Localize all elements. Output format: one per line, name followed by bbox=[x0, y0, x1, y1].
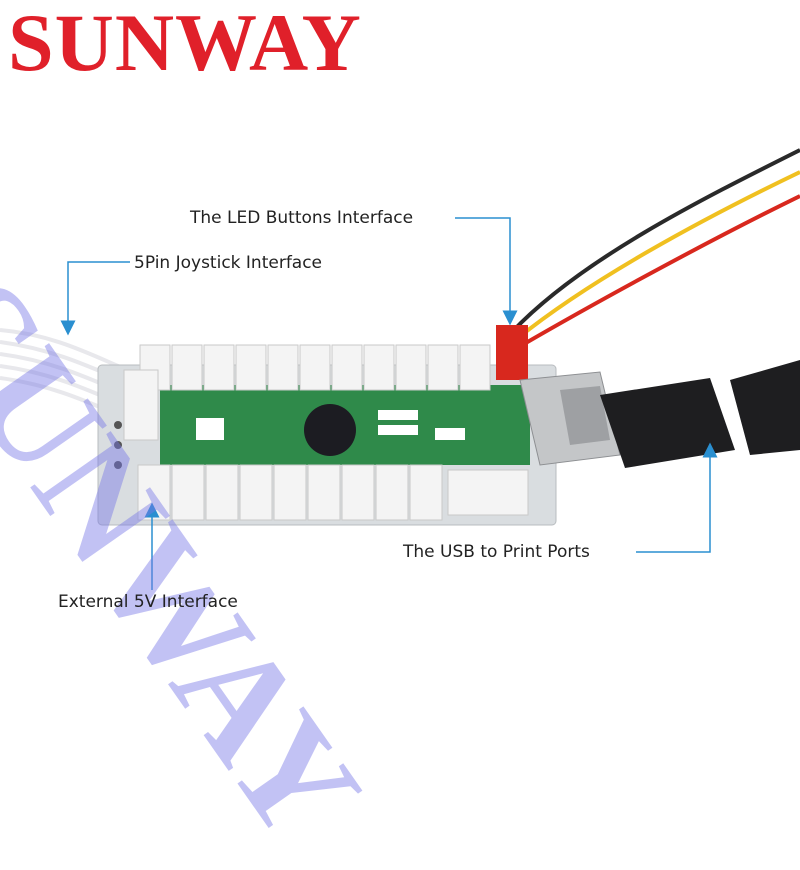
bottom-connector-row bbox=[137, 464, 529, 521]
callout-usb-label: The USB to Print Ports bbox=[403, 542, 590, 562]
brand-logo: SUNWAY bbox=[8, 0, 362, 88]
callout-lines bbox=[60, 217, 718, 590]
usb-port bbox=[519, 371, 621, 466]
callout-joystick-label: 5Pin Joystick Interface bbox=[134, 253, 323, 273]
led-wires bbox=[510, 148, 800, 346]
callout-external-label: External 5V Interface bbox=[58, 592, 238, 612]
usb-cable bbox=[600, 360, 800, 468]
product-illustration bbox=[0, 148, 800, 590]
callout-led-label: The LED Buttons Interface bbox=[190, 208, 414, 228]
top-connector-row bbox=[139, 344, 491, 391]
joystick-connector bbox=[123, 369, 159, 441]
led-connector bbox=[496, 325, 528, 380]
